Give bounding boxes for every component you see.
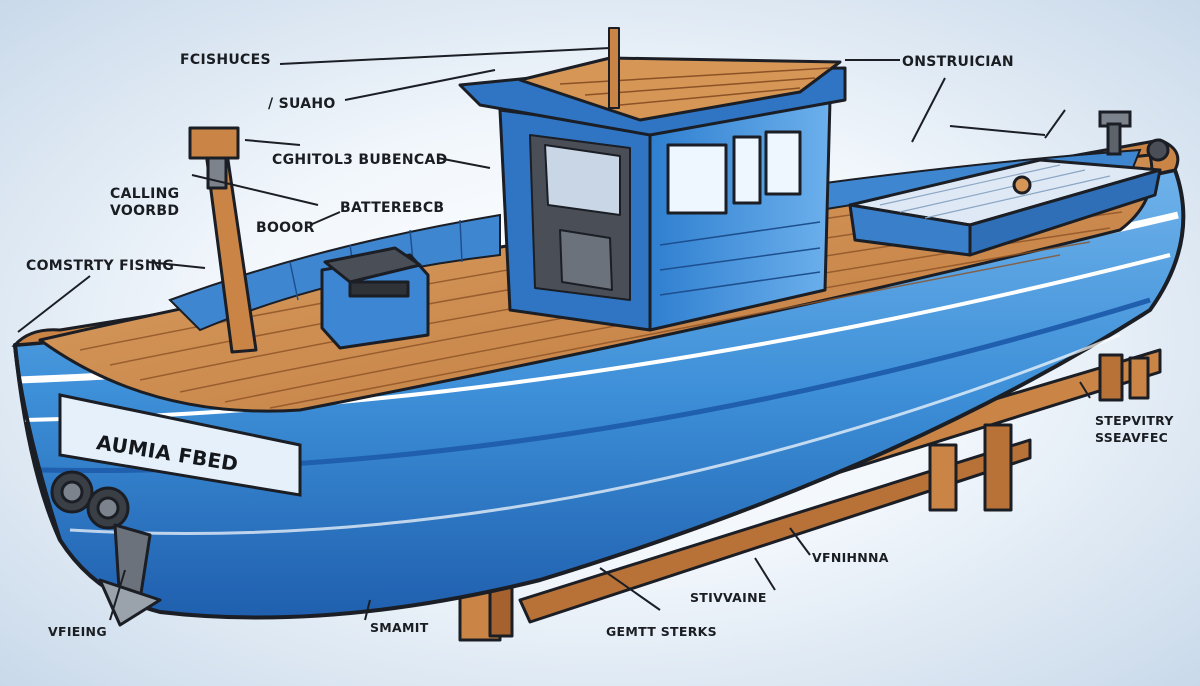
label-stepvitry-line1: STEPVITRY [1095, 413, 1174, 428]
callout-lines [17, 47, 1091, 621]
label-comstrty-fising: COMSTRTY FISING [26, 258, 175, 274]
wooden-post [188, 126, 258, 354]
label-smamit: SMAMIT [370, 620, 429, 635]
label-booor: BOOOR [256, 220, 315, 236]
bow-cleat [1098, 110, 1170, 162]
label-batterebcb: BATTEREBCB [340, 200, 445, 216]
label-stepvitry: STEPVITRY SSEAVFEC [1095, 412, 1174, 446]
label-gemtt-sterks: GEMTT STERKS [606, 624, 717, 639]
hull-name-plate [58, 393, 302, 497]
foredeck-hatch [848, 158, 1162, 257]
label-vfieing: VFIEING [48, 624, 107, 639]
label-suaho: / SUAHO [268, 96, 336, 112]
label-cghitol-bubencad: CGHITOL3 BUBENCAD [272, 152, 448, 168]
label-onstruician: ONSTRUICIAN [902, 54, 1014, 70]
wheelhouse-cabin [458, 27, 847, 332]
label-vfnihnna: VFNIHNNA [812, 550, 889, 565]
label-calling-line2: VOORBD [110, 203, 180, 219]
label-stivvaine: STIVVAINE [690, 590, 767, 605]
label-stepvitry-line2: SSEAVFEC [1095, 430, 1169, 445]
label-calling-voorbd: CALLING VOORBD [110, 186, 179, 220]
label-calling-line1: CALLING [110, 186, 180, 202]
deck-box [320, 246, 430, 350]
label-fcishuces: FCISHUCES [180, 52, 271, 68]
outboard-motor [50, 470, 162, 627]
